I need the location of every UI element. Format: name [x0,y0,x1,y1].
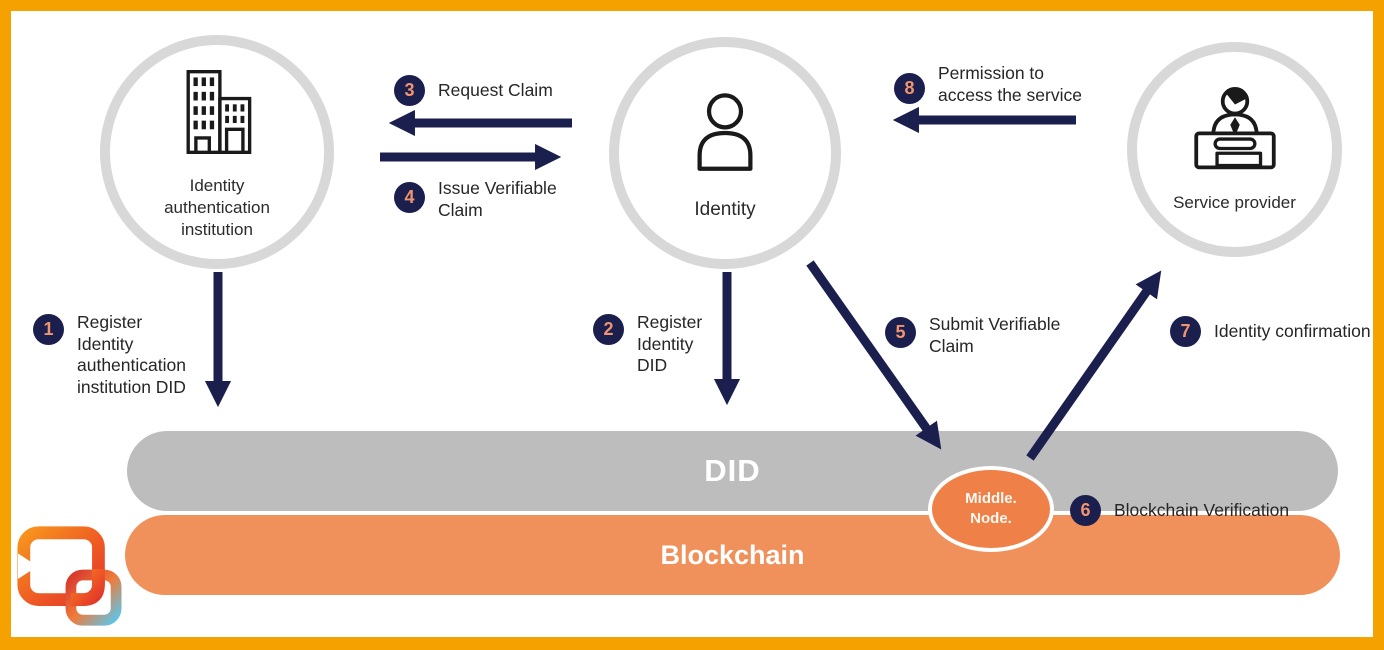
step-8-label: Permission to access the service [938,63,1082,105]
step-8-badge: 8 [894,73,925,104]
step-7-label: Identity confirmation [1214,320,1371,341]
entity-identity-authentication-institution: Identity authentication institution [100,35,334,269]
middle-node: Middle. Node. [928,466,1054,552]
entity-label-identity: Identity [694,198,756,220]
step-6-blockchain-verification: 6 Blockchain Verification [1070,495,1289,526]
step-3-badge: 3 [394,75,425,106]
did-layer-label: DID [704,453,761,488]
middle-node-label: Middle. Node. [965,490,1017,527]
entity-service-provider: Service provider [1127,42,1342,257]
step-4-label: Issue Verifiable Claim [438,178,557,220]
chain-links-logo [14,518,122,636]
step-4-badge: 4 [394,182,425,213]
entity-identity: Identity [609,37,841,269]
step-4-issue-verifiable-claim: 4 Issue Verifiable Claim [394,178,557,221]
step-1-label: Register Identity authentication institu… [77,312,186,397]
step-2-label: Register Identity DID [637,312,703,375]
step-2-badge: 2 [593,314,624,345]
entity-label-service-provider: Service provider [1173,193,1296,212]
receptionist-icon [1183,85,1287,182]
person-icon [678,86,772,185]
step-1-badge: 1 [33,314,64,345]
blockchain-layer-bar: Blockchain [125,515,1340,595]
step-5-badge: 5 [885,317,916,348]
step-8-permission-to-access: 8 Permission to access the service [894,63,1082,106]
step-5-label: Submit Verifiable Claim [929,314,1061,356]
step-7-badge: 7 [1170,316,1201,347]
step-3-request-claim: 3 Request Claim [394,75,553,106]
buildings-icon [169,64,265,165]
entity-label-institution: Identity authentication institution [164,175,270,239]
blockchain-layer-label: Blockchain [660,539,805,570]
step-1-register-institution-did: 1 Register Identity authentication insti… [33,312,186,398]
step-2-register-identity-did: 2 Register Identity DID [593,312,702,377]
step-5-submit-verifiable-claim: 5 Submit Verifiable Claim [885,314,1060,357]
step-3-label: Request Claim [438,79,553,100]
step-6-badge: 6 [1070,495,1101,526]
step-6-label: Blockchain Verification [1114,499,1290,520]
step-7-identity-confirmation: 7 Identity confirmation [1170,316,1371,347]
